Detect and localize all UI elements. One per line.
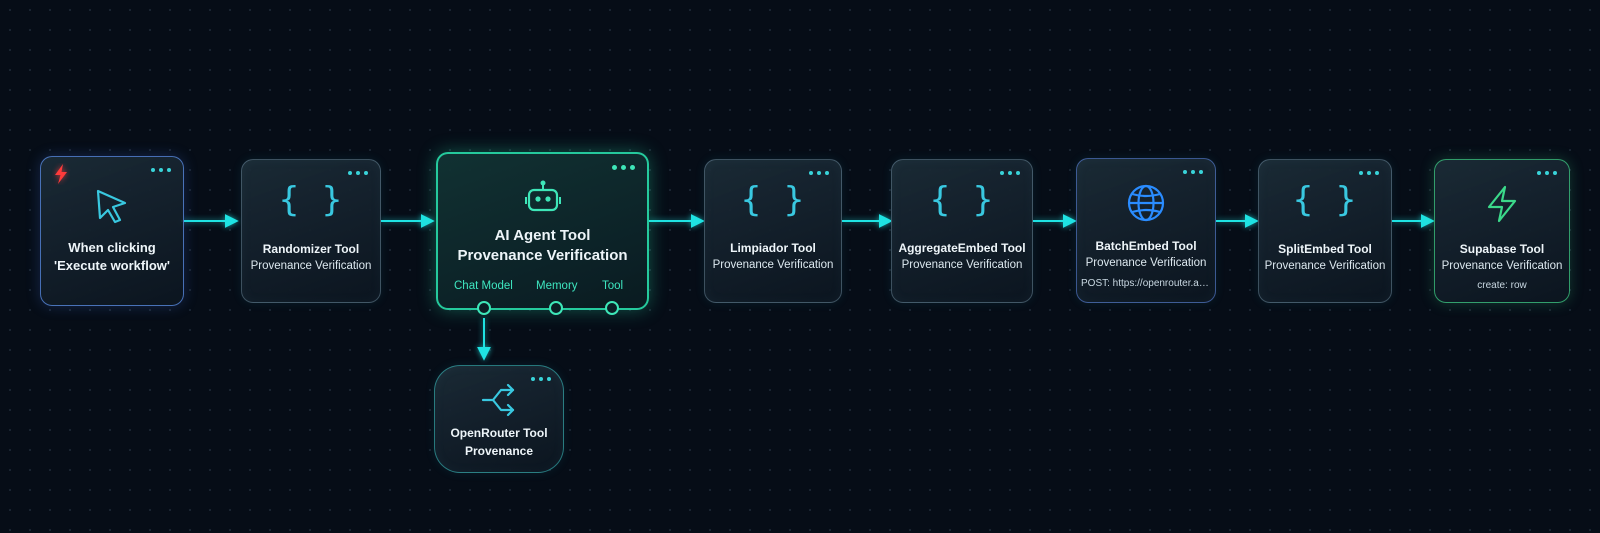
- menu-dots-icon[interactable]: [1359, 171, 1379, 175]
- port-chat-model[interactable]: [477, 301, 491, 315]
- globe-icon: [1077, 183, 1215, 223]
- node-subtitle: Provenance Verification: [1441, 260, 1563, 272]
- node-title: AI Agent Tool: [494, 227, 591, 244]
- menu-dots-icon[interactable]: [348, 171, 368, 175]
- node-trigger[interactable]: When clicking 'Execute workflow': [40, 156, 184, 306]
- node-subtitle: Provenance: [464, 444, 534, 458]
- port-tool[interactable]: [605, 301, 619, 315]
- port-label-memory: Memory: [536, 280, 578, 292]
- lightning-icon: [55, 164, 67, 184]
- node-subtitle: Provenance Verification: [1085, 257, 1207, 269]
- braces-icon: { }: [740, 180, 806, 220]
- node-title: Limpiador Tool: [730, 241, 816, 255]
- menu-dots-icon[interactable]: [612, 165, 635, 170]
- node-detail: POST: https://openrouter.ai/...: [1081, 278, 1211, 289]
- node-title: OpenRouter Tool: [450, 426, 548, 440]
- node-title: SplitEmbed Tool: [1278, 242, 1372, 256]
- cursor-icon: [41, 187, 183, 227]
- node-openrouter[interactable]: OpenRouter Tool Provenance: [434, 365, 564, 473]
- robot-icon: [438, 180, 647, 216]
- node-title: Randomizer Tool: [262, 242, 360, 256]
- menu-dots-icon[interactable]: [531, 377, 551, 381]
- menu-dots-icon[interactable]: [151, 168, 171, 172]
- braces-icon: { }: [1292, 180, 1358, 220]
- node-title: BatchEmbed Tool: [1095, 239, 1197, 253]
- agent-ports: [477, 301, 619, 315]
- port-memory[interactable]: [549, 301, 563, 315]
- port-label-tool: Tool: [602, 280, 624, 292]
- node-detail: create: row: [1477, 280, 1527, 291]
- node-supabase[interactable]: Supabase Tool Provenance Verification cr…: [1434, 159, 1570, 303]
- node-title: When clicking 'Execute workflow': [54, 240, 170, 273]
- node-ai-agent[interactable]: AI Agent Tool Provenance Verification Ch…: [436, 152, 649, 310]
- node-batch-embed[interactable]: BatchEmbed Tool Provenance Verification …: [1076, 158, 1216, 303]
- menu-dots-icon[interactable]: [1000, 171, 1020, 175]
- node-subtitle: Provenance Verification: [1264, 260, 1386, 272]
- router-icon: [435, 382, 563, 418]
- node-randomizer[interactable]: { } Randomizer Tool Provenance Verificat…: [241, 159, 381, 303]
- supabase-icon: [1435, 184, 1569, 224]
- node-subtitle: Provenance Verification: [901, 259, 1023, 271]
- node-subtitle: Provenance Verification: [457, 247, 628, 264]
- node-limpiador[interactable]: { } Limpiador Tool Provenance Verificati…: [704, 159, 842, 303]
- node-split-embed[interactable]: { } SplitEmbed Tool Provenance Verificat…: [1258, 159, 1392, 303]
- port-label-chat-model: Chat Model: [454, 280, 513, 292]
- node-aggregate-embed[interactable]: { } AggregateEmbed Tool Provenance Verif…: [891, 159, 1033, 303]
- node-title: AggregateEmbed Tool: [898, 241, 1026, 255]
- braces-icon: { }: [278, 180, 344, 220]
- node-subtitle: Provenance Verification: [712, 259, 834, 271]
- menu-dots-icon[interactable]: [809, 171, 829, 175]
- menu-dots-icon[interactable]: [1183, 170, 1203, 174]
- node-title: Supabase Tool: [1459, 242, 1545, 256]
- braces-icon: { }: [929, 180, 995, 220]
- menu-dots-icon[interactable]: [1537, 171, 1557, 175]
- node-subtitle: Provenance Verification: [250, 260, 372, 272]
